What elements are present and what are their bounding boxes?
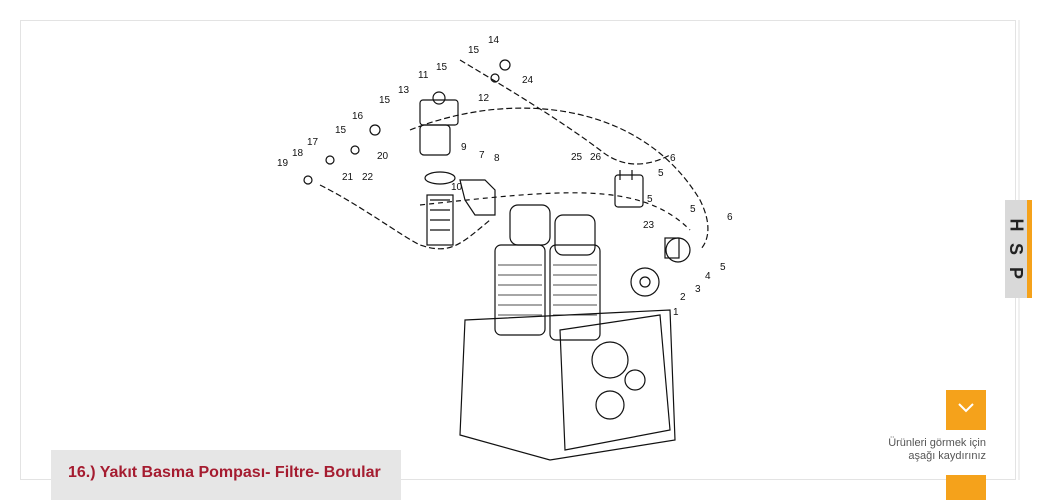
caption-title: 16.) Yakıt Basma Pompası- Filtre- Borula… bbox=[68, 464, 381, 481]
side-letter-s: S bbox=[1005, 242, 1026, 256]
part-label-26: 26 bbox=[590, 152, 602, 163]
part-label-24: 24 bbox=[522, 75, 534, 86]
part-label-16: 16 bbox=[352, 111, 364, 122]
part-label-5a: 5 bbox=[658, 168, 664, 179]
scroll-hint-line2: aşağı kaydırınız bbox=[908, 450, 986, 462]
part-label-8: 8 bbox=[494, 153, 500, 164]
part-label-4: 4 bbox=[705, 271, 711, 282]
part-label-9: 9 bbox=[461, 142, 467, 153]
part-label-18: 18 bbox=[292, 148, 304, 159]
part-label-15c: 15 bbox=[379, 95, 391, 106]
part-label-5c: 5 bbox=[690, 204, 696, 215]
scroll-hint-line1: Ürünleri görmek için bbox=[888, 437, 986, 449]
side-brand-tab-inner: H S P bbox=[1005, 200, 1027, 298]
part-label-25: 25 bbox=[571, 152, 583, 163]
part-label-12: 12 bbox=[478, 93, 490, 104]
part-label-6a: 6 bbox=[670, 153, 676, 164]
part-label-10: 10 bbox=[451, 182, 463, 193]
exploded-parts-diagram: 14 15 24 11 15 12 13 15 16 15 17 20 18 1… bbox=[260, 30, 760, 470]
part-label-14: 14 bbox=[488, 35, 500, 46]
part-label-17: 17 bbox=[307, 137, 319, 148]
part-label-5b: 5 bbox=[647, 194, 653, 205]
part-label-20: 20 bbox=[377, 151, 389, 162]
engine-diagram-svg: 14 15 24 11 15 12 13 15 16 15 17 20 18 1… bbox=[277, 35, 733, 461]
content-frame bbox=[20, 20, 1016, 480]
part-label-13: 13 bbox=[398, 85, 410, 96]
diagram-caption: 16.) Yakıt Basma Pompası- Filtre- Borula… bbox=[51, 450, 401, 500]
side-letter-p: P bbox=[1005, 266, 1026, 280]
part-label-21: 21 bbox=[342, 172, 354, 183]
side-letter-h: H bbox=[1006, 218, 1026, 232]
part-label-15b: 15 bbox=[436, 62, 448, 73]
part-label-7: 7 bbox=[479, 150, 485, 161]
scroll-hint: Ürünleri görmek için aşağı kaydırınız bbox=[888, 437, 986, 463]
part-label-6b: 6 bbox=[727, 212, 733, 223]
part-label-1: 1 bbox=[673, 307, 679, 318]
part-label-15a: 15 bbox=[468, 45, 480, 56]
part-label-5d: 5 bbox=[720, 262, 726, 273]
chevron-down-icon bbox=[957, 401, 975, 419]
part-label-15d: 15 bbox=[335, 125, 347, 136]
part-label-19: 19 bbox=[277, 158, 289, 169]
part-label-23: 23 bbox=[643, 220, 655, 231]
side-brand-tab[interactable]: H S P bbox=[1005, 200, 1032, 298]
part-label-22: 22 bbox=[362, 172, 374, 183]
part-label-3: 3 bbox=[695, 284, 701, 295]
part-label-11: 11 bbox=[418, 70, 429, 81]
scroll-down-button-secondary[interactable] bbox=[946, 475, 986, 500]
scroll-down-button[interactable] bbox=[946, 390, 986, 430]
part-label-2: 2 bbox=[680, 292, 686, 303]
